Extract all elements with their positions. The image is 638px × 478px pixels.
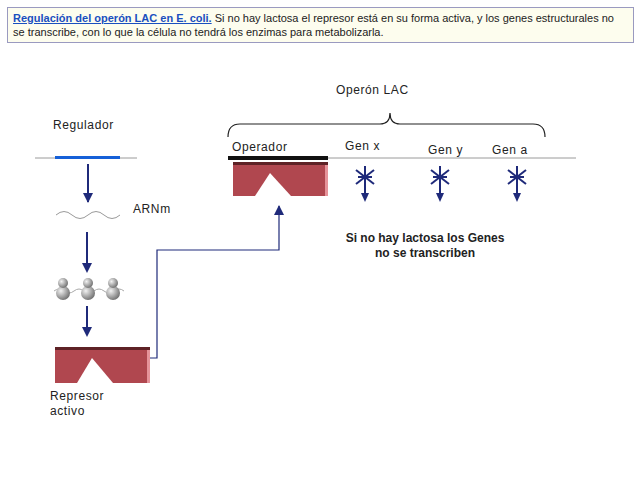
- operator-site: Operador: [228, 140, 330, 206]
- node-label: Operador: [232, 140, 330, 155]
- label-text: Gen x: [345, 139, 395, 154]
- operator-segment: [228, 156, 328, 160]
- label-text: Gen a: [492, 143, 542, 158]
- repressor-shape: [55, 347, 150, 383]
- repressor-notch: [77, 358, 113, 383]
- gene-segment: [55, 156, 120, 159]
- regulator-gene: Regulador: [52, 118, 122, 164]
- repressor-top: [55, 347, 150, 350]
- node-label: ARNm: [133, 202, 193, 217]
- label-text: Operón LAC: [336, 83, 436, 98]
- node-label: Represor activo: [50, 389, 120, 419]
- blocked-transcription-marks: [356, 166, 526, 194]
- arrow-heads: [361, 193, 521, 202]
- repressor-body: [55, 350, 150, 383]
- repressor-shape: [233, 162, 328, 196]
- ribosomes: [54, 278, 124, 300]
- mrna-strand: ARNm: [55, 202, 121, 228]
- connector-arrow: [87, 164, 89, 202]
- title-text: Regulación del operón LAC en E. coli.: [13, 12, 212, 24]
- repressor-edge: [325, 165, 328, 196]
- active-repressor: Represor activo: [55, 345, 150, 383]
- operon-brace: [228, 113, 545, 137]
- label-text: Gen y: [428, 143, 478, 158]
- connector-arrow: [150, 206, 279, 358]
- node-shape: [55, 345, 150, 383]
- repressor-body: [233, 165, 328, 196]
- mrna-wave: [56, 212, 120, 219]
- label-text: Si no hay lactosa los Genes no se transc…: [345, 231, 505, 261]
- repressor-notch: [255, 173, 291, 196]
- repressor-edge: [147, 350, 150, 383]
- node-shape: [55, 202, 121, 228]
- node-label: Regulador: [53, 118, 143, 133]
- translation-arrows: [82, 232, 92, 337]
- repressor-top: [233, 162, 328, 165]
- title-box: Regulación del operón LAC en E. coli. Si…: [7, 7, 634, 43]
